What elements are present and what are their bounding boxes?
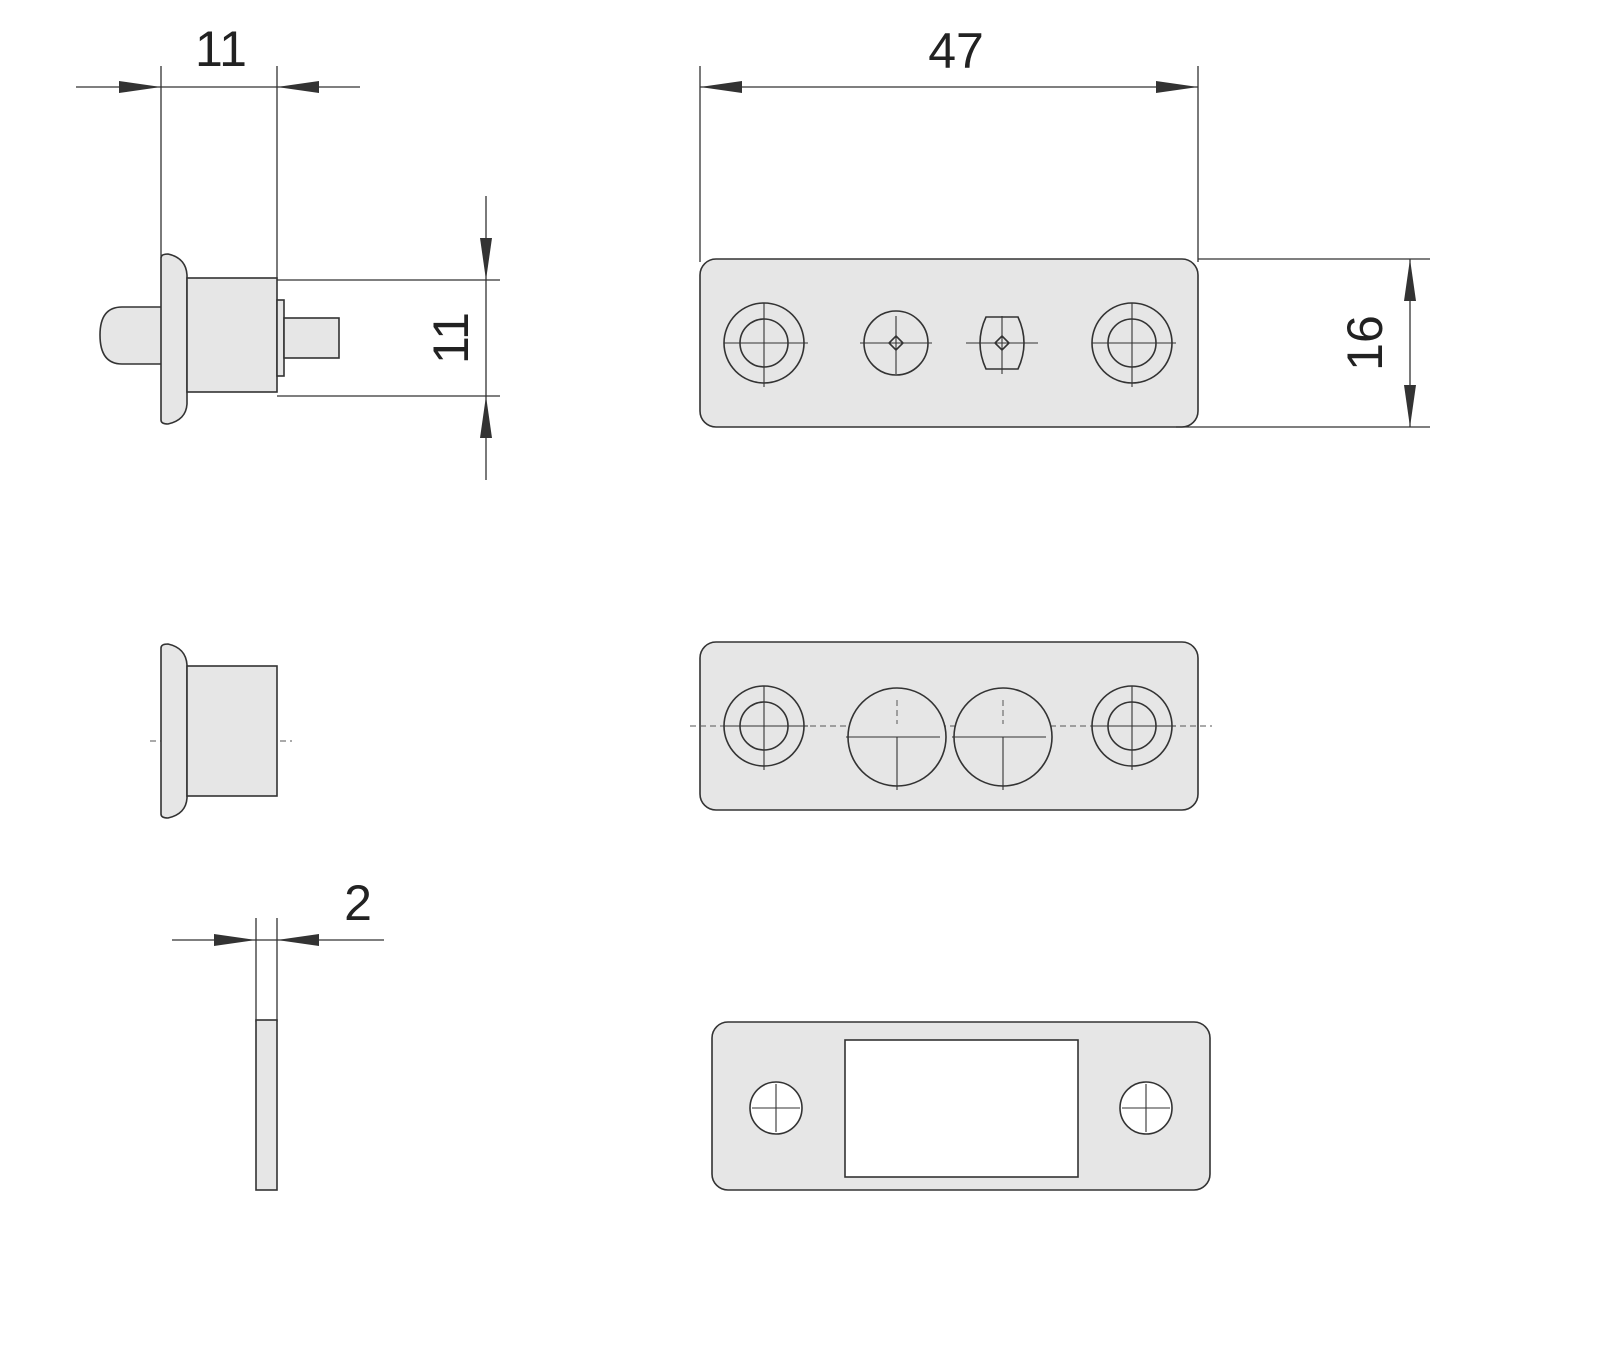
dim-label-width: 11	[195, 21, 247, 77]
housing-side-view	[150, 643, 292, 819]
arrow-head	[1404, 385, 1416, 427]
dim-label-plate-height: 16	[1337, 315, 1393, 371]
strike-front-view	[711, 1021, 1211, 1191]
housing-flange	[160, 643, 188, 819]
arrow-head	[277, 934, 319, 946]
housing-front-view	[690, 641, 1212, 811]
housing-body	[186, 665, 278, 797]
strike-plate-edge	[255, 1019, 278, 1191]
arrow-head	[277, 81, 319, 93]
arrow-head	[480, 238, 492, 280]
arrow-head	[119, 81, 161, 93]
arrow-head	[1156, 81, 1198, 93]
knob-tip	[99, 306, 164, 365]
dim-label-thickness: 2	[344, 875, 372, 931]
latch-body	[186, 277, 278, 393]
arrow-head	[214, 934, 256, 946]
flange	[160, 253, 188, 425]
dim-label-length: 47	[928, 23, 984, 79]
strike-side-view: 2	[172, 875, 384, 1191]
arrow-head	[700, 81, 742, 93]
arrow-head	[480, 396, 492, 438]
latch-side-view: 11 11	[76, 21, 500, 480]
strike-window	[844, 1039, 1079, 1178]
latch-front-view: 47 16	[699, 23, 1430, 428]
pin	[283, 317, 340, 359]
arrow-head	[1404, 259, 1416, 301]
mounting-plate	[699, 258, 1199, 428]
dim-label-height: 11	[423, 312, 479, 364]
washer	[276, 299, 285, 377]
